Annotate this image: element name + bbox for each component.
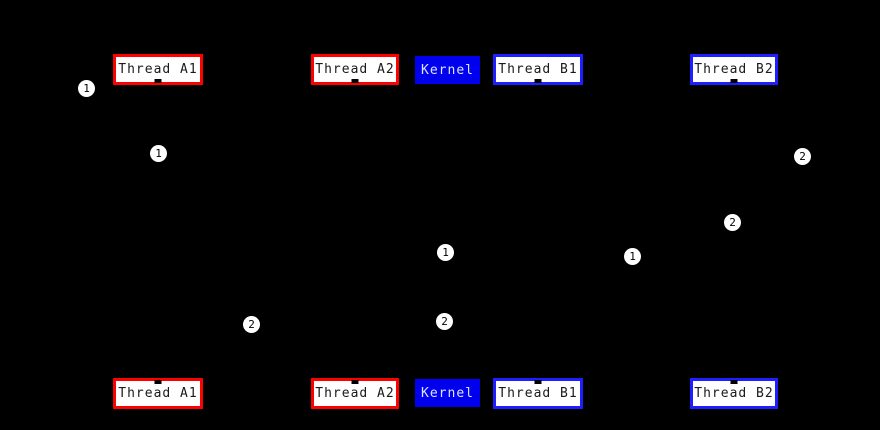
actor-box-thread-b2-top: Thread B2 [690, 54, 778, 85]
event-marker-5: 1 [437, 244, 454, 261]
lifeline-tick [154, 79, 162, 83]
actor-label-thread-b2: Thread B2 [694, 386, 774, 401]
actor-label-kernel: Kernel [421, 62, 474, 78]
actor-box-kernel-bottom: Kernel [415, 379, 480, 407]
event-marker-3: 2 [794, 148, 811, 165]
lifeline-tick [351, 380, 359, 384]
lifeline-tick [730, 79, 738, 83]
actor-box-thread-b1-top: Thread B1 [493, 54, 583, 85]
lifeline-tick [351, 79, 359, 83]
actor-label-thread-a1: Thread A1 [118, 386, 198, 401]
actor-label-thread-a2: Thread A2 [315, 62, 395, 77]
actor-box-thread-a1-top: Thread A1 [113, 54, 203, 85]
event-marker-4: 2 [724, 214, 741, 231]
event-marker-8: 2 [436, 313, 453, 330]
actor-label-thread-b2: Thread B2 [694, 62, 774, 77]
lifeline-tick [534, 380, 542, 384]
event-marker-1: 1 [78, 80, 95, 97]
lifeline-tick [730, 380, 738, 384]
actor-box-thread-a1-bottom: Thread A1 [113, 378, 203, 409]
actor-box-kernel-top: Kernel [415, 56, 480, 84]
event-marker-6: 1 [624, 248, 641, 265]
actor-label-kernel: Kernel [421, 385, 474, 401]
lifeline-tick [534, 79, 542, 83]
actor-box-thread-b2-bottom: Thread B2 [690, 378, 778, 409]
actor-label-thread-a1: Thread A1 [118, 62, 198, 77]
actor-box-thread-b1-bottom: Thread B1 [493, 378, 583, 409]
actor-box-thread-a2-top: Thread A2 [311, 54, 399, 85]
actor-box-thread-a2-bottom: Thread A2 [311, 378, 399, 409]
lifeline-tick [154, 380, 162, 384]
actor-label-thread-b1: Thread B1 [498, 62, 578, 77]
event-marker-2: 1 [150, 145, 167, 162]
event-marker-7: 2 [243, 316, 260, 333]
actor-label-thread-a2: Thread A2 [315, 386, 395, 401]
actor-label-thread-b1: Thread B1 [498, 386, 578, 401]
